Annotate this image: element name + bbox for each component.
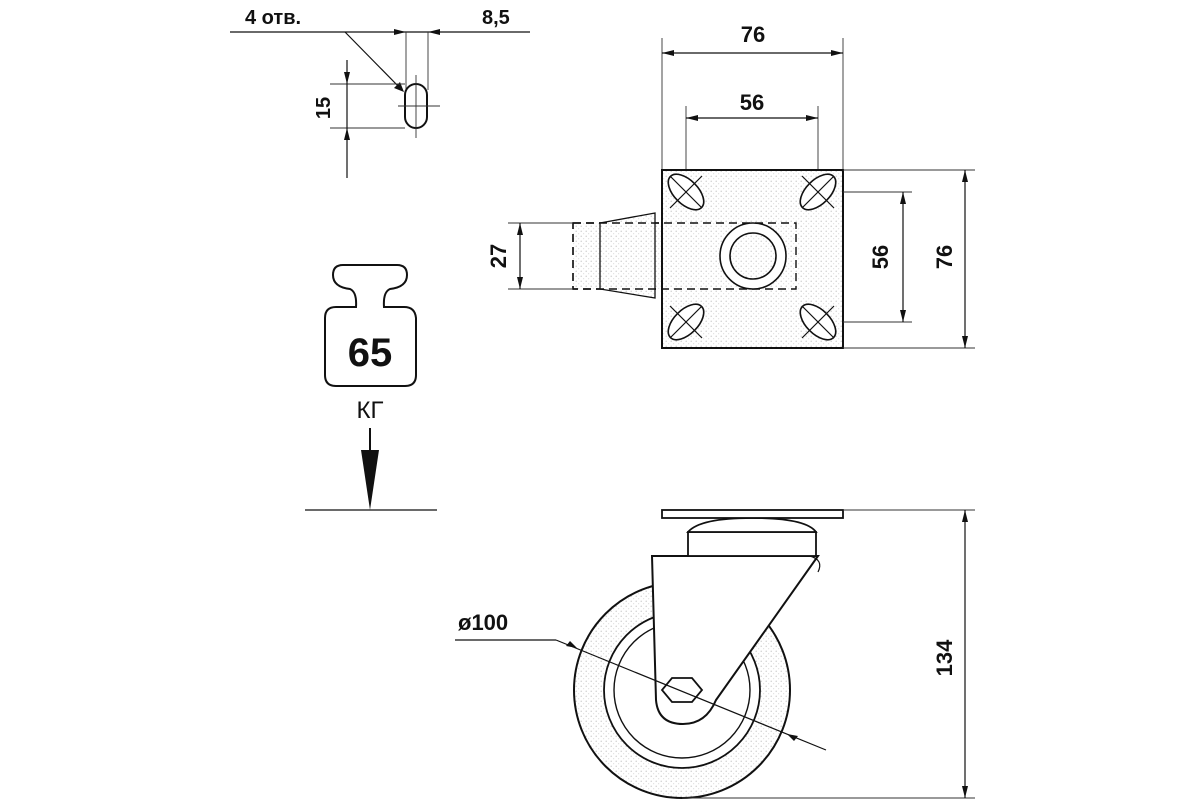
slot-width-arrow-left — [394, 29, 406, 35]
slot-width-arrow-right — [428, 29, 440, 35]
swivel-bearing-dome — [686, 517, 818, 533]
plate-width-arrow-left — [662, 50, 674, 56]
hole-x-arrow-left — [686, 115, 698, 121]
king-pin-inner — [729, 232, 777, 280]
top-plate-view: 76 56 — [486, 22, 975, 349]
mount-slot-bottom-right — [799, 303, 837, 341]
total-h-arrow-bottom — [962, 786, 968, 798]
diameter-arrow-right — [787, 734, 798, 741]
slot-detail: 4 отв. 8,5 15 — [230, 7, 530, 178]
slot-len-arrow-top — [344, 72, 350, 84]
stem-h-arrow-top — [517, 223, 523, 235]
stem-hidden-over — [572, 222, 797, 290]
load-weight-icon: 65 КГ — [305, 264, 437, 511]
stem-height-label: 27 — [486, 244, 511, 268]
load-unit: КГ — [357, 397, 384, 424]
hole-spacing-y-label: 56 — [868, 245, 893, 269]
swivel-bearing-lower — [687, 531, 817, 557]
diameter-label: ø100 — [458, 610, 508, 635]
hole-y-arrow-bottom — [900, 310, 906, 322]
holes-count-label: 4 отв. — [245, 7, 301, 29]
diameter-leader — [555, 639, 827, 751]
plate-height-label: 76 — [932, 245, 957, 269]
slot-length-label: 15 — [313, 97, 335, 119]
mount-slot-top-left — [667, 173, 705, 211]
mount-slot-top-right — [799, 173, 837, 211]
mount-slot-bottom-left — [667, 303, 705, 341]
total-h-arrow-top — [962, 510, 968, 522]
plate-h-arrow-top — [962, 170, 968, 182]
hole-spacing-x-label: 56 — [740, 90, 764, 115]
hole-y-arrow-top — [900, 192, 906, 204]
stem-h-arrow-bottom — [517, 277, 523, 289]
weight-outline — [324, 264, 417, 387]
holes-leader-diagonal — [344, 31, 401, 89]
hole-x-arrow-right — [806, 115, 818, 121]
diameter-arrow-left — [566, 641, 577, 648]
total-height-label: 134 — [932, 639, 957, 676]
plate-width-arrow-right — [831, 50, 843, 56]
slot-len-arrow-bottom — [344, 128, 350, 140]
slot-width-label: 8,5 — [482, 7, 510, 29]
caster-side-view: ø100 134 — [455, 509, 975, 799]
stem-base — [599, 212, 656, 299]
load-arrow-head — [361, 450, 379, 510]
plate-h-arrow-bottom — [962, 336, 968, 348]
top-mounting-plate — [661, 509, 844, 519]
axle-nut — [660, 677, 704, 703]
holes-leader-arrow — [394, 82, 404, 92]
plate-width-label: 76 — [741, 22, 765, 47]
load-value: 65 — [348, 331, 393, 375]
